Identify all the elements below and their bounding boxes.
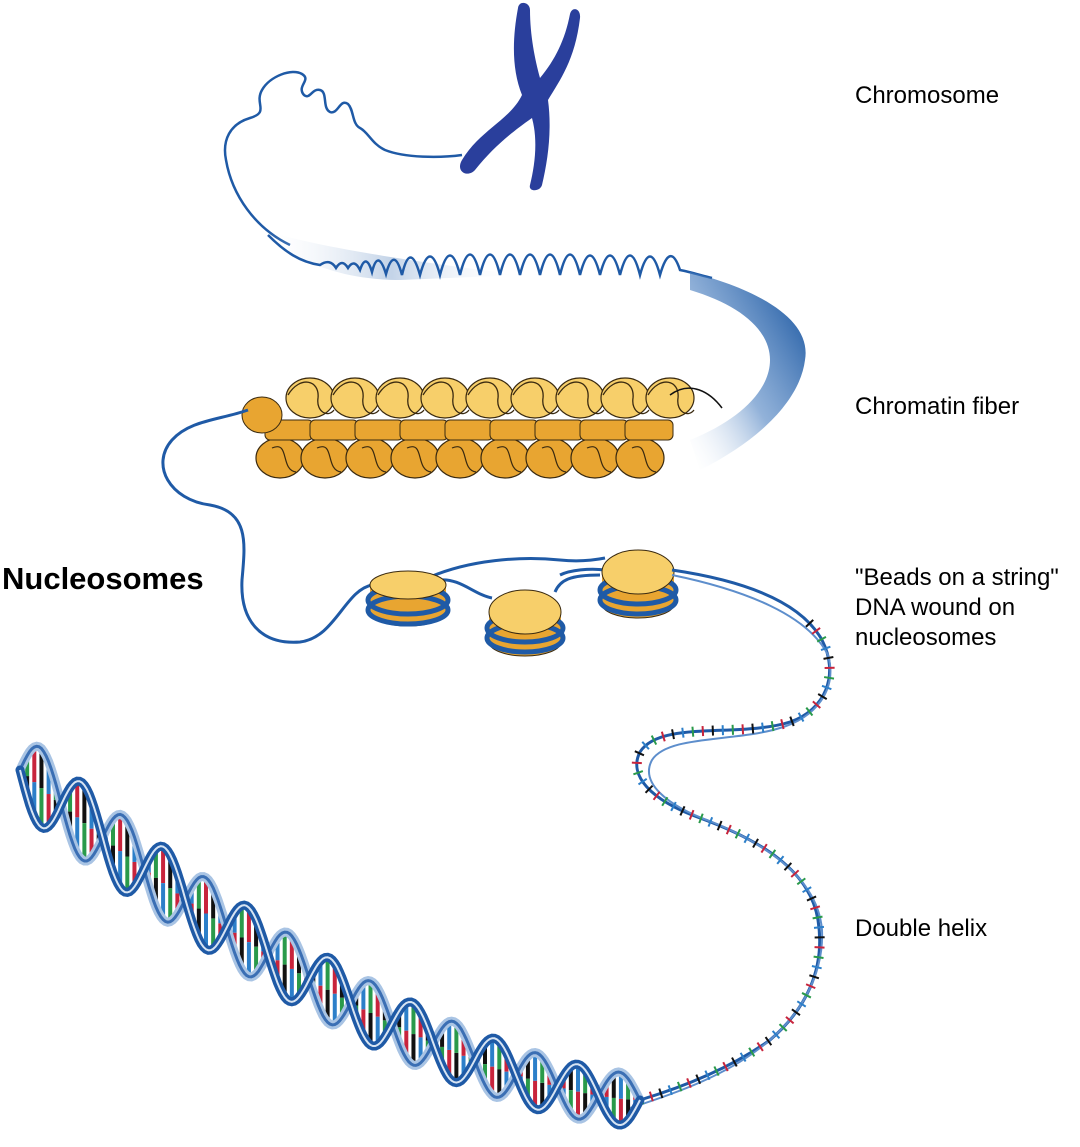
chromatin-fiber: [241, 377, 723, 479]
chromosome-dna-line: [223, 70, 463, 247]
linker-dna-strand-3: [553, 567, 606, 593]
label-beads-on-string-line1: "Beads on a string": [855, 564, 1059, 591]
label-double-helix: Double helix: [855, 915, 988, 942]
dna-ribbon-to-helix: [635, 568, 832, 1102]
linker-dna-strand-4: [429, 556, 606, 579]
chromosome-shape: [459, 2, 581, 191]
callout-nucleosomes: Nucleosomes: [2, 561, 204, 596]
ribbon-base-pairs: [631, 619, 835, 1105]
nucleosome-bead-2: [484, 589, 566, 657]
nucleosome-bead-3: [597, 549, 679, 619]
dna-ribbon-to-helix-b: [629, 574, 832, 1109]
loop-gradient-fan: [262, 230, 520, 280]
chromatin-gradient-fan: [690, 272, 806, 470]
linker-dna-strand: [161, 408, 373, 644]
looped-domain-wave: [267, 234, 713, 280]
label-chromatin-fiber: Chromatin fiber: [855, 393, 1020, 420]
label-beads-on-string-line2: DNA wound on: [855, 594, 1016, 621]
double-helix-shape: [15, 741, 645, 1130]
label-beads-on-string-line3: nucleosomes: [855, 624, 997, 651]
linker-dna-strand-2: [439, 578, 493, 600]
label-chromosome: Chromosome: [855, 82, 1000, 109]
nucleosome-bead-1: [365, 570, 451, 627]
